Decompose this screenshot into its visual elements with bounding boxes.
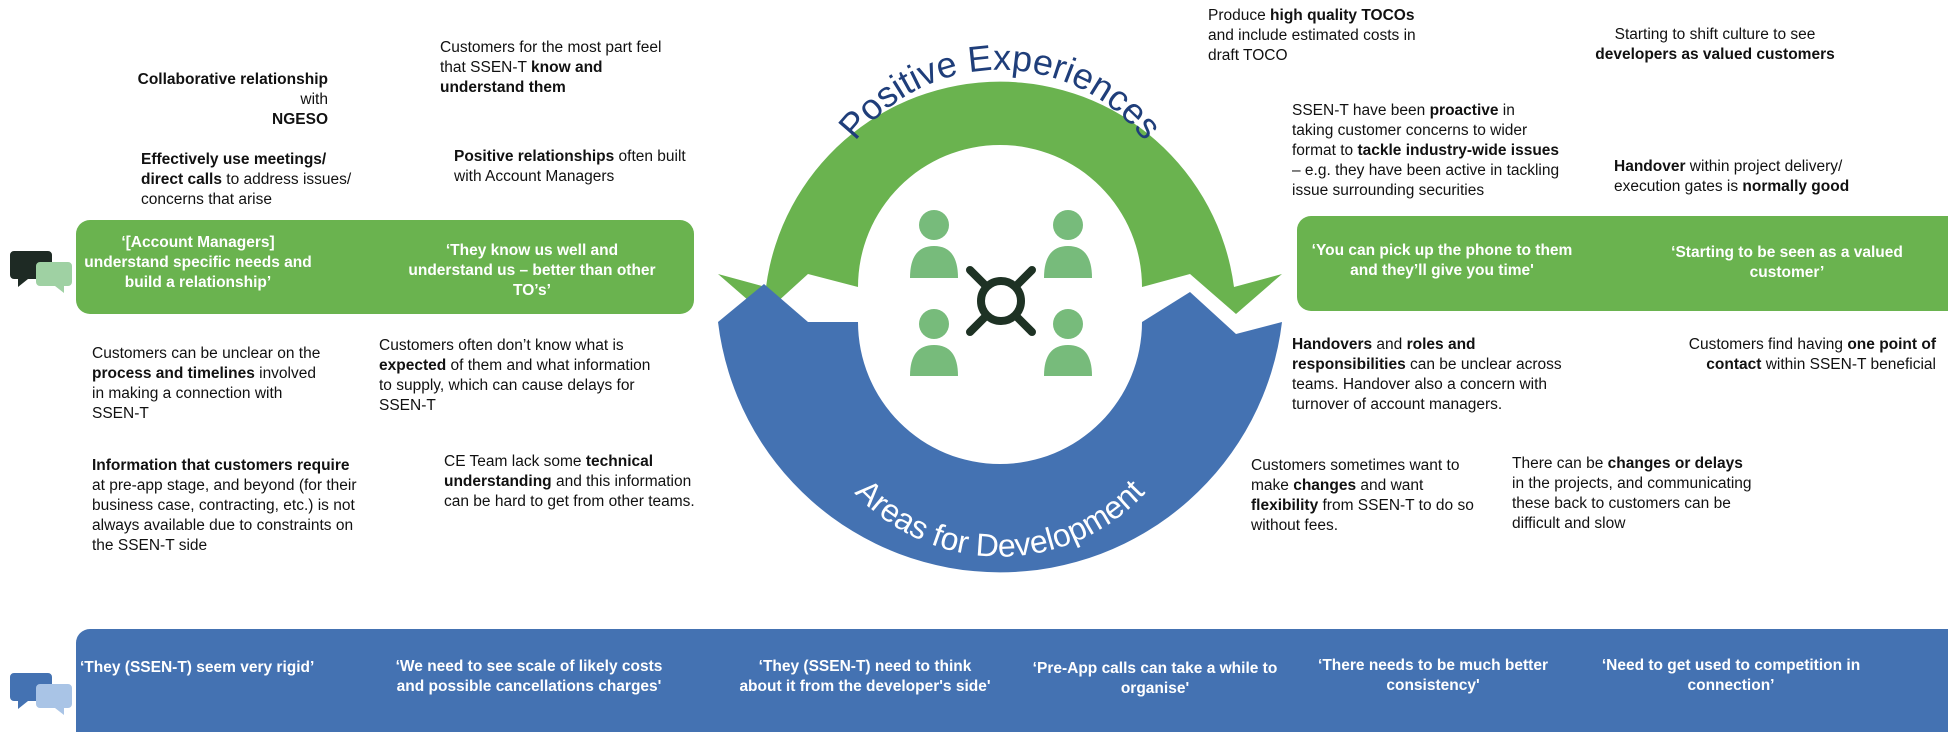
note-changes-or-delays: There can be changes or delays in the pr… (1512, 454, 1752, 534)
note-know-and-understand: Customers for the most part feel that SS… (440, 38, 688, 98)
note-text: at pre-app stage, and beyond (for their … (92, 477, 357, 554)
note-changes-flexibility: Customers sometimes want to make changes… (1251, 456, 1487, 536)
note-bold-text: developers as valued customers (1595, 46, 1835, 63)
note-text: to address issues/ concerns that arise (141, 171, 352, 208)
green-quote-band-left (76, 220, 694, 314)
blue-quote-5: ‘There needs to be much better consisten… (1318, 657, 1548, 694)
note-text: and (1372, 336, 1407, 353)
note-process-timelines: Customers can be unclear on the process … (92, 344, 330, 424)
note-text: and this information can be hard to get … (444, 473, 695, 510)
note-bold-text: Positive relationships (454, 148, 615, 165)
note-expected-of-them: Customers often don’t know what is expec… (379, 336, 659, 416)
blue-quote-2: ‘We need to see scale of likely costs an… (395, 658, 663, 695)
note-text: of them and what information to supply, … (379, 357, 651, 414)
note-text: SSEN-T have been (1292, 102, 1430, 119)
note-text: Customers sometimes want to make (1251, 457, 1460, 494)
note-text: Customers can be unclear on the (92, 345, 321, 362)
note-bold-text: high quality TOCOs (1270, 7, 1415, 24)
note-text: CE Team lack some (444, 453, 586, 470)
note-bold-text: roles and responsibilities (1292, 336, 1476, 373)
note-one-point-of-contact: Customers find having one point of conta… (1660, 335, 1936, 375)
note-high-quality-tocos: Produce high quality TOCOs and include e… (1208, 6, 1444, 66)
note-bold-text: flexibility (1251, 497, 1319, 514)
note-bold-text: Handover (1614, 158, 1686, 175)
note-technical-understanding: CE Team lack some technical understandin… (444, 452, 708, 512)
note-meetings-direct-calls: Effectively use meetings/ direct calls t… (141, 150, 371, 210)
note-bold-text: changes (1293, 477, 1357, 494)
note-text: Customers for the most part feel that SS… (440, 39, 662, 76)
green-quote-band-right (1297, 216, 1948, 311)
note-bold-text: NGESO (272, 111, 328, 128)
note-text: Produce (1208, 7, 1271, 24)
blue-quote-band (76, 629, 1948, 732)
note-text: within SSEN-T beneficial (1761, 356, 1936, 373)
green-quote-2: ‘They know us well and understand us – b… (408, 242, 656, 299)
note-bold-text: Handovers (1292, 336, 1373, 353)
note-positive-relationships: Positive relationships often built with … (454, 147, 686, 187)
note-text: within project delivery/ execution gates… (1614, 158, 1843, 195)
blue-quote-3: ‘They (SSEN-T) need to think about it fr… (739, 658, 991, 695)
note-bold-text: Collaborative relationship (137, 71, 328, 88)
blue-quote-1: ‘They (SSEN-T) seem very rigid’ (80, 659, 315, 676)
note-text: involved in making a connection with SSE… (92, 365, 316, 422)
note-text: and want (1356, 477, 1424, 494)
note-text: Starting to shift culture to see (1614, 26, 1816, 43)
note-information-required: Information that customers require at pr… (92, 456, 364, 556)
note-text: can be unclear across teams. Handover al… (1292, 356, 1562, 413)
note-bold-text: Information that customers require (92, 457, 350, 474)
areas-for-development-arc (718, 284, 1282, 573)
note-bold-text: process and timelines (92, 365, 255, 382)
note-bold-text: changes or delays (1607, 455, 1743, 472)
note-handovers-roles: Handovers and roles and responsibilities… (1292, 335, 1564, 415)
note-bold-text: proactive (1429, 102, 1499, 119)
note-text: with (300, 91, 328, 108)
green-quote-1: ‘[Account Managers] understand specific … (84, 234, 312, 291)
note-text: There can be (1512, 455, 1608, 472)
note-text: from SSEN-T to do so without fees. (1251, 497, 1474, 534)
note-bold-text: normally good (1742, 178, 1850, 195)
note-bold-text: expected (379, 357, 447, 374)
note-text: Customers find having (1688, 336, 1848, 353)
note-text: in taking customer concerns to wider for… (1292, 102, 1528, 159)
note-bold-text: tackle industry-wide issues (1357, 142, 1560, 159)
note-text: often built with Account Managers (454, 148, 686, 185)
note-bold-text: know and understand them (440, 59, 603, 96)
note-bold-text: one point of contact (1706, 336, 1936, 373)
note-bold-text: technical understanding (444, 453, 654, 490)
note-text: in the projects, and communicating these… (1512, 475, 1752, 532)
note-bold-text: Effectively use meetings/ direct calls (141, 151, 327, 188)
blue-quote-6: ‘Need to get used to competition in conn… (1601, 657, 1861, 694)
blue-quote-4: ‘Pre-App calls can take a while to organ… (1032, 660, 1278, 697)
green-quote-4: ‘Starting to be seen as a valued custome… (1671, 244, 1903, 281)
positive-experiences-arc (718, 81, 1282, 314)
green-quote-3: ‘You can pick up the phone to them and t… (1311, 242, 1573, 279)
note-text: – e.g. they have been active in tackling… (1292, 162, 1560, 199)
note-handover-normally-good: Handover within project delivery/ execut… (1614, 157, 1862, 197)
note-shift-culture: Starting to shift culture to see develope… (1580, 25, 1850, 65)
note-text: Customers often don’t know what is (379, 337, 624, 354)
note-proactive: SSEN-T have been proactive in taking cus… (1292, 101, 1560, 201)
team-network-icon (910, 210, 1092, 376)
note-text: and include estimated costs in draft TOC… (1208, 27, 1416, 64)
